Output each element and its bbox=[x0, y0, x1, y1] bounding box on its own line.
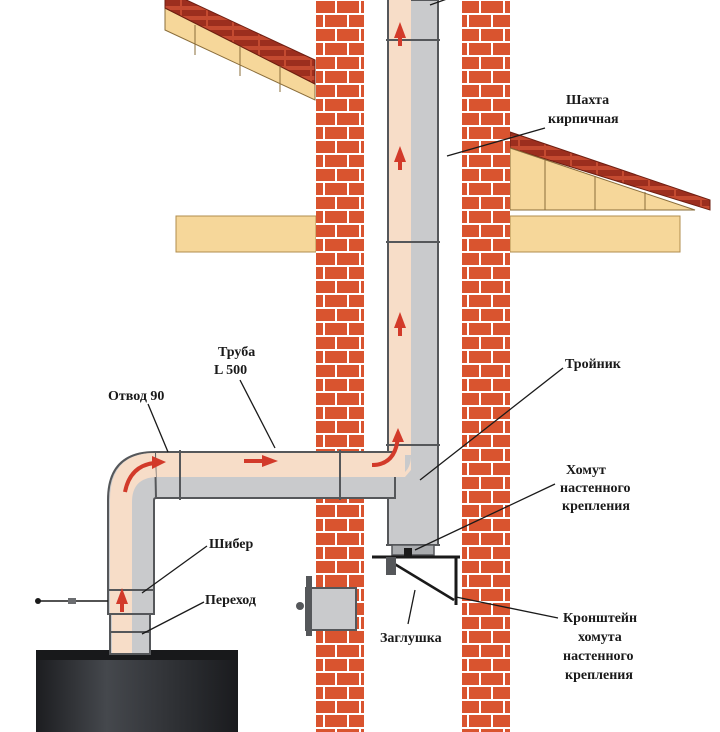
adapter-section bbox=[109, 613, 151, 655]
label-damper: Шибер bbox=[209, 537, 253, 552]
label-clamp-2: настенного bbox=[560, 481, 631, 496]
cleanout-door[interactable] bbox=[296, 576, 357, 636]
label-pipe-1: Труба bbox=[218, 345, 255, 360]
roof-left bbox=[164, 0, 316, 101]
label-bracket-1: Кронштейн bbox=[563, 611, 637, 626]
flow-arrows bbox=[116, 22, 406, 612]
brick-shaft-left-upper bbox=[316, 0, 364, 452]
flow-arrow-right bbox=[262, 455, 278, 467]
leader-lines bbox=[141, 0, 564, 635]
label-bracket-2: хомута bbox=[578, 630, 622, 645]
damper-section bbox=[107, 589, 155, 615]
label-adapter: Переход bbox=[205, 593, 256, 608]
labels: Шахта кирпичная Труба L 500 Отвод 90 Тро… bbox=[108, 93, 637, 683]
label-pipe-2: L 500 bbox=[214, 363, 247, 378]
flow-arrow-up-damper bbox=[116, 588, 128, 604]
damper-handle[interactable] bbox=[35, 598, 108, 604]
label-bracket-4: крепления bbox=[565, 668, 633, 683]
label-elbow: Отвод 90 bbox=[108, 389, 164, 404]
label-cap: Заглушка bbox=[380, 631, 442, 646]
label-shaft-1: Шахта bbox=[566, 93, 609, 108]
boiler bbox=[36, 650, 238, 732]
label-clamp-3: крепления bbox=[562, 499, 630, 514]
wall-clamp-bracket bbox=[372, 548, 460, 605]
cap bbox=[391, 544, 435, 556]
floor-beam-right bbox=[509, 215, 681, 253]
roof-right bbox=[509, 131, 711, 211]
flow-arrow-up-3 bbox=[394, 312, 406, 328]
floor-beam-left bbox=[175, 215, 317, 253]
label-tee: Тройник bbox=[565, 357, 622, 372]
flow-arrow-up-1 bbox=[394, 22, 406, 38]
flow-arrow-up-2 bbox=[394, 146, 406, 162]
flow-arrow-elbow bbox=[123, 461, 155, 493]
label-clamp-1: Хомут bbox=[566, 463, 606, 478]
brick-shaft-right bbox=[462, 0, 510, 732]
horizontal-flue-pipe bbox=[154, 450, 411, 500]
label-bracket-3: настенного bbox=[563, 649, 634, 664]
label-shaft-2: кирпичная bbox=[548, 112, 619, 127]
